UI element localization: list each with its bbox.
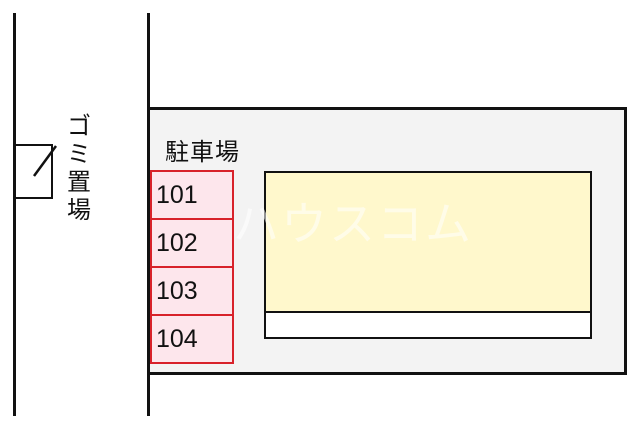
stall-label: 101 bbox=[156, 181, 198, 209]
trash-area-box bbox=[14, 144, 53, 199]
parking-stall-101: 101 bbox=[150, 170, 234, 220]
parking-lot-title: 駐車場 bbox=[165, 138, 240, 166]
parking-stalls: 101 102 103 104 bbox=[150, 170, 234, 364]
parking-stall-104: 104 bbox=[150, 314, 234, 364]
watermark: ハウスコム bbox=[233, 197, 473, 251]
trash-area-label: ゴ ミ 置 場 bbox=[64, 112, 94, 224]
stall-label: 103 bbox=[156, 277, 198, 305]
trash-label-char: ゴ bbox=[67, 112, 91, 140]
building-footprint bbox=[266, 173, 590, 313]
stall-label: 102 bbox=[156, 229, 198, 257]
parking-stall-103: 103 bbox=[150, 266, 234, 316]
parking-stall-102: 102 bbox=[150, 218, 234, 268]
left-road-line bbox=[13, 13, 16, 416]
stall-label: 104 bbox=[156, 325, 198, 353]
trash-label-char: 場 bbox=[67, 196, 91, 224]
trash-label-char: 置 bbox=[67, 168, 91, 196]
trash-label-char: ミ bbox=[67, 140, 91, 168]
building bbox=[264, 171, 592, 339]
trash-pointer-line bbox=[32, 145, 58, 177]
